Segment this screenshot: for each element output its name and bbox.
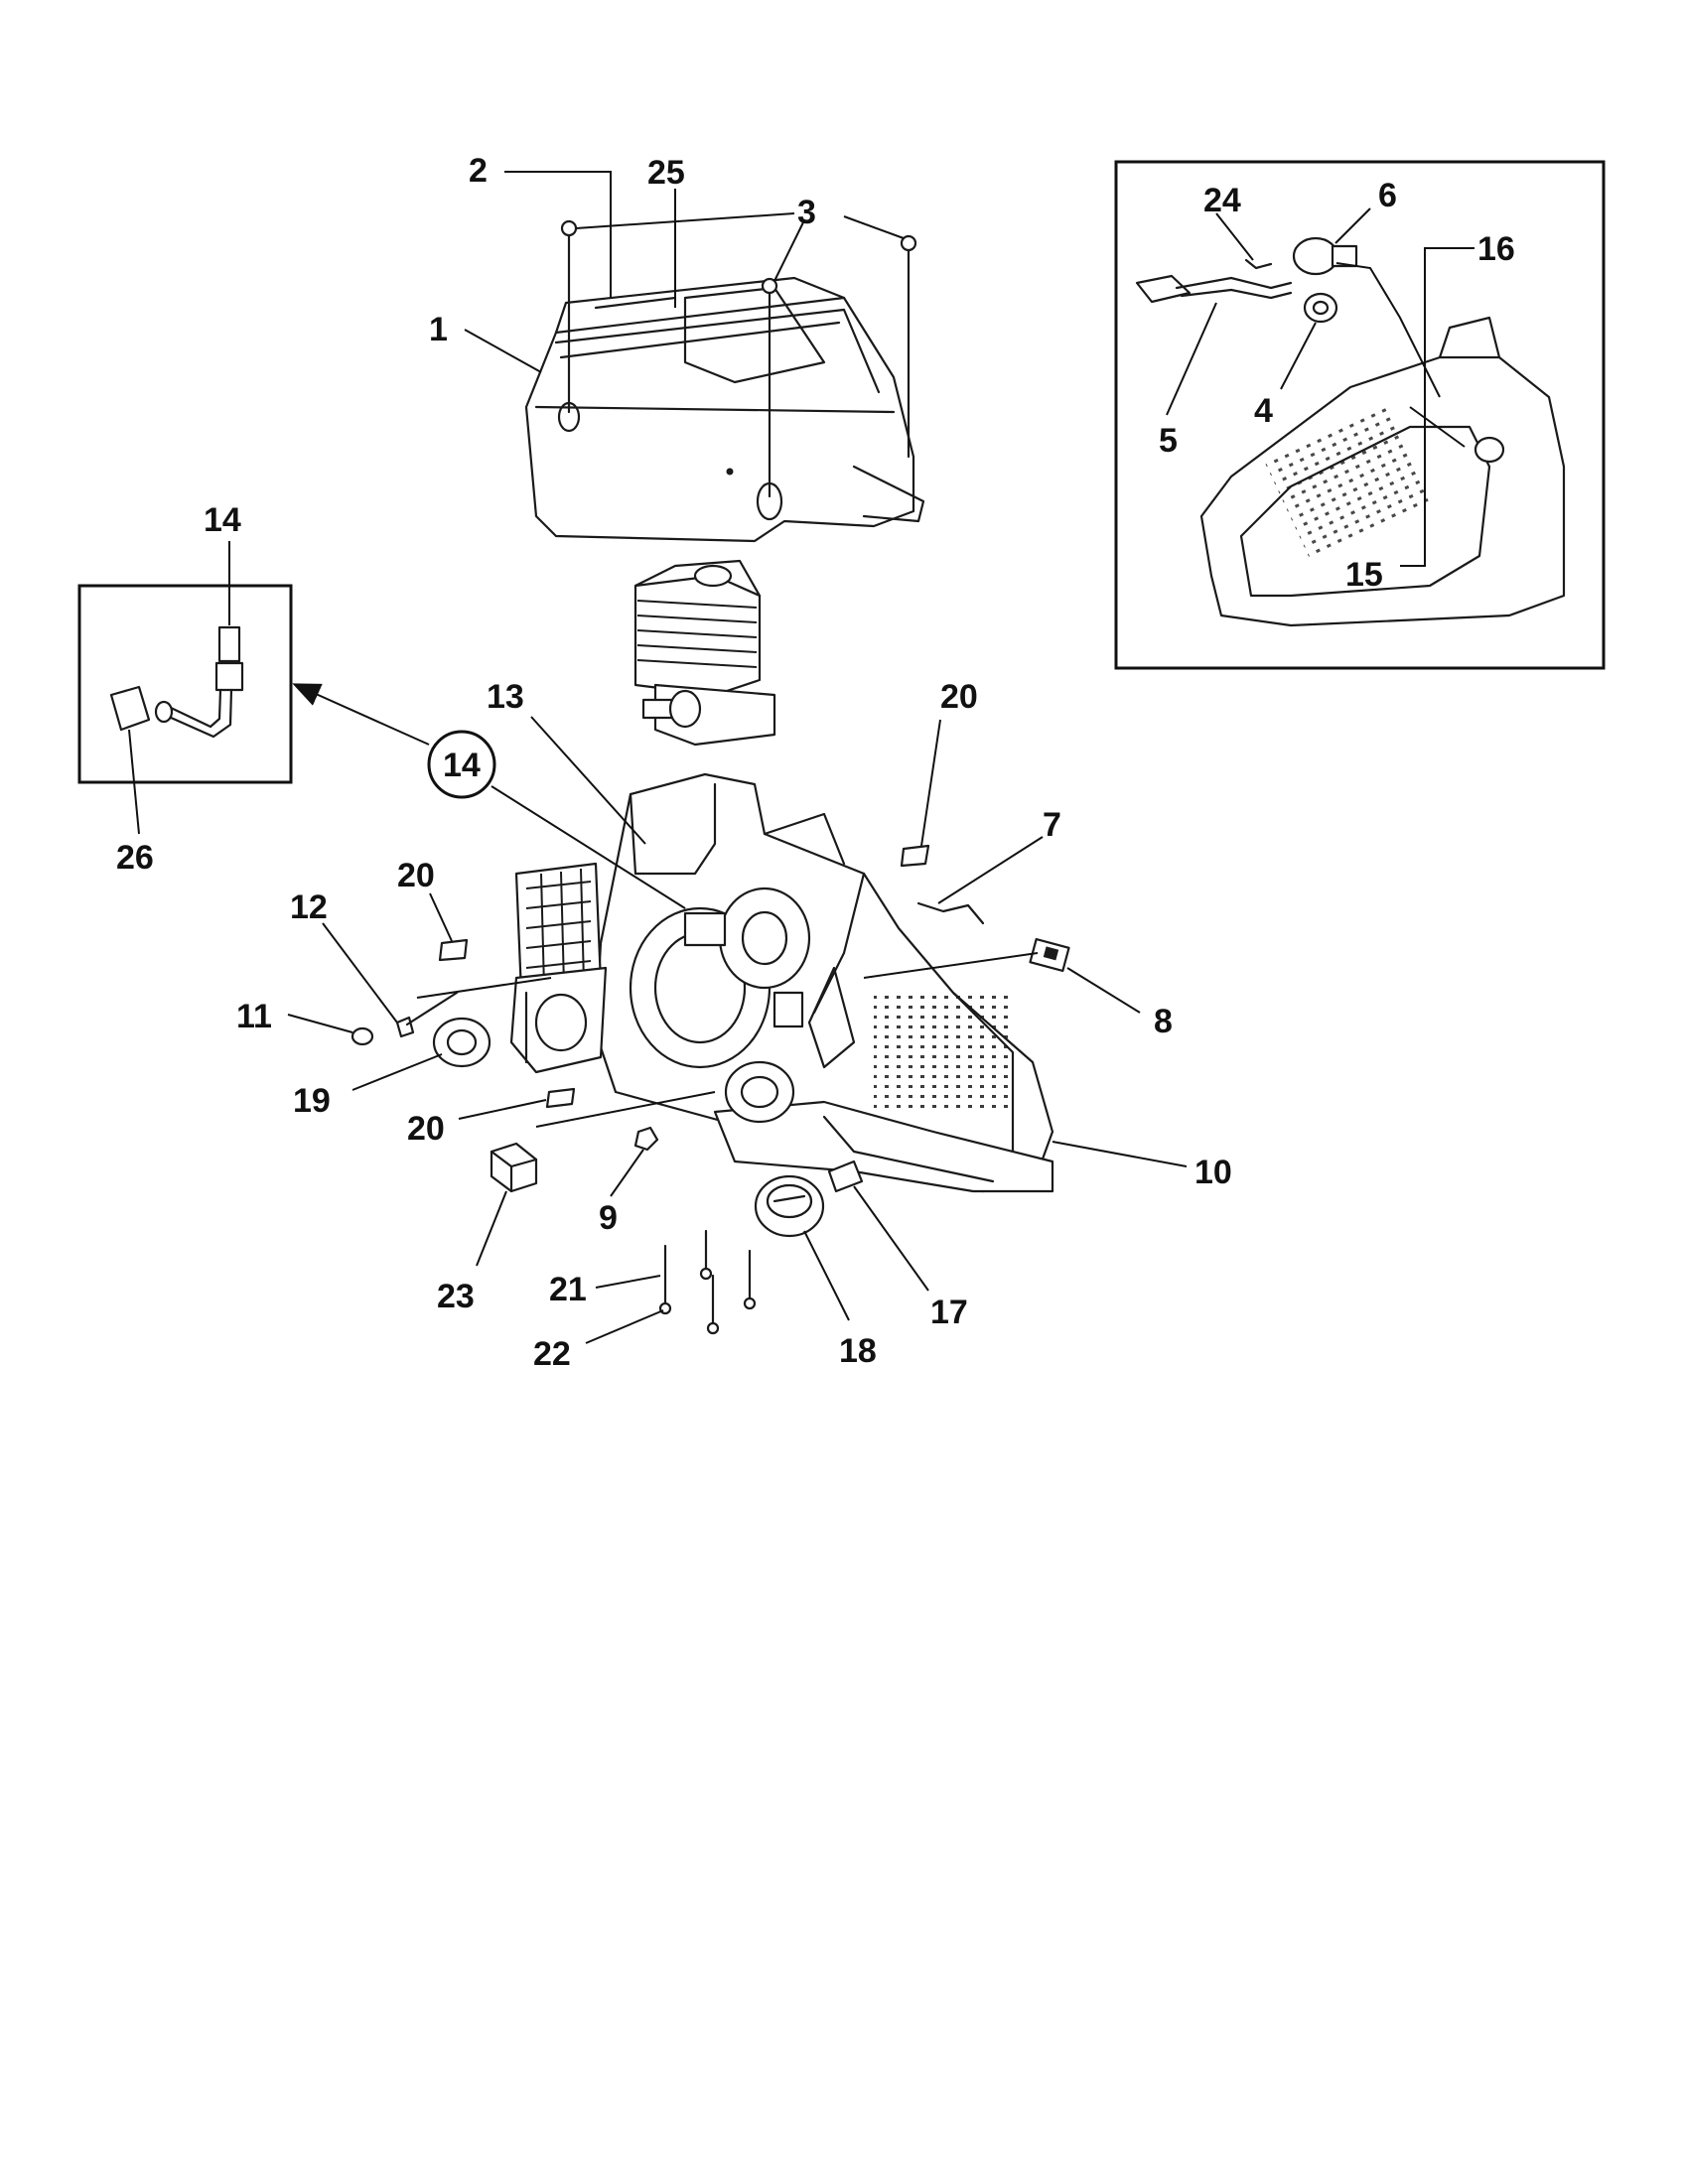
callout-16: 16	[1477, 230, 1515, 268]
callout-26: 26	[116, 839, 154, 877]
callout-14-inset: 14	[204, 501, 241, 539]
callout-20-left: 20	[397, 857, 435, 894]
callout-19: 19	[293, 1082, 331, 1120]
leader-lines	[128, 171, 1474, 1344]
callout-9: 9	[599, 1199, 618, 1237]
callout-25: 25	[647, 154, 685, 192]
callout-11: 11	[236, 998, 272, 1035]
callout-20-bottom: 20	[407, 1110, 445, 1148]
cover-screws	[560, 219, 917, 498]
callout-2: 2	[469, 152, 488, 190]
callout-22: 22	[533, 1335, 571, 1373]
callout-20-top: 20	[940, 678, 978, 716]
crankcase-housing	[594, 772, 1054, 1193]
engine-cylinder	[633, 559, 776, 747]
small-parts	[351, 844, 1070, 1335]
callout-14-circle	[427, 730, 496, 799]
callout-5: 5	[1159, 422, 1178, 460]
callout-10: 10	[1194, 1154, 1232, 1191]
callout-12: 12	[290, 888, 328, 926]
callout-13: 13	[487, 678, 524, 716]
fuel-line-inset	[77, 584, 293, 784]
callout-4: 4	[1254, 392, 1273, 430]
callout-labels: 1 2 25 3 14 26 14 13 20 7 8 20 12 11 19 …	[116, 152, 1515, 1373]
callout-7: 7	[1043, 806, 1061, 844]
callout-1: 1	[429, 311, 448, 348]
callout-3: 3	[797, 194, 816, 231]
callout-21: 21	[549, 1271, 587, 1308]
callout-6: 6	[1378, 177, 1397, 214]
callout-23: 23	[437, 1278, 475, 1315]
handle-switch-inset	[1114, 160, 1606, 670]
callout-18: 18	[839, 1332, 877, 1370]
callout-24: 24	[1203, 182, 1241, 219]
callout-8: 8	[1154, 1003, 1173, 1040]
top-cover	[524, 276, 925, 543]
callout-17: 17	[930, 1294, 968, 1331]
callout-14-circled: 14	[443, 747, 481, 784]
callout-15: 15	[1345, 556, 1383, 594]
filter-base-bracket	[509, 862, 608, 1074]
